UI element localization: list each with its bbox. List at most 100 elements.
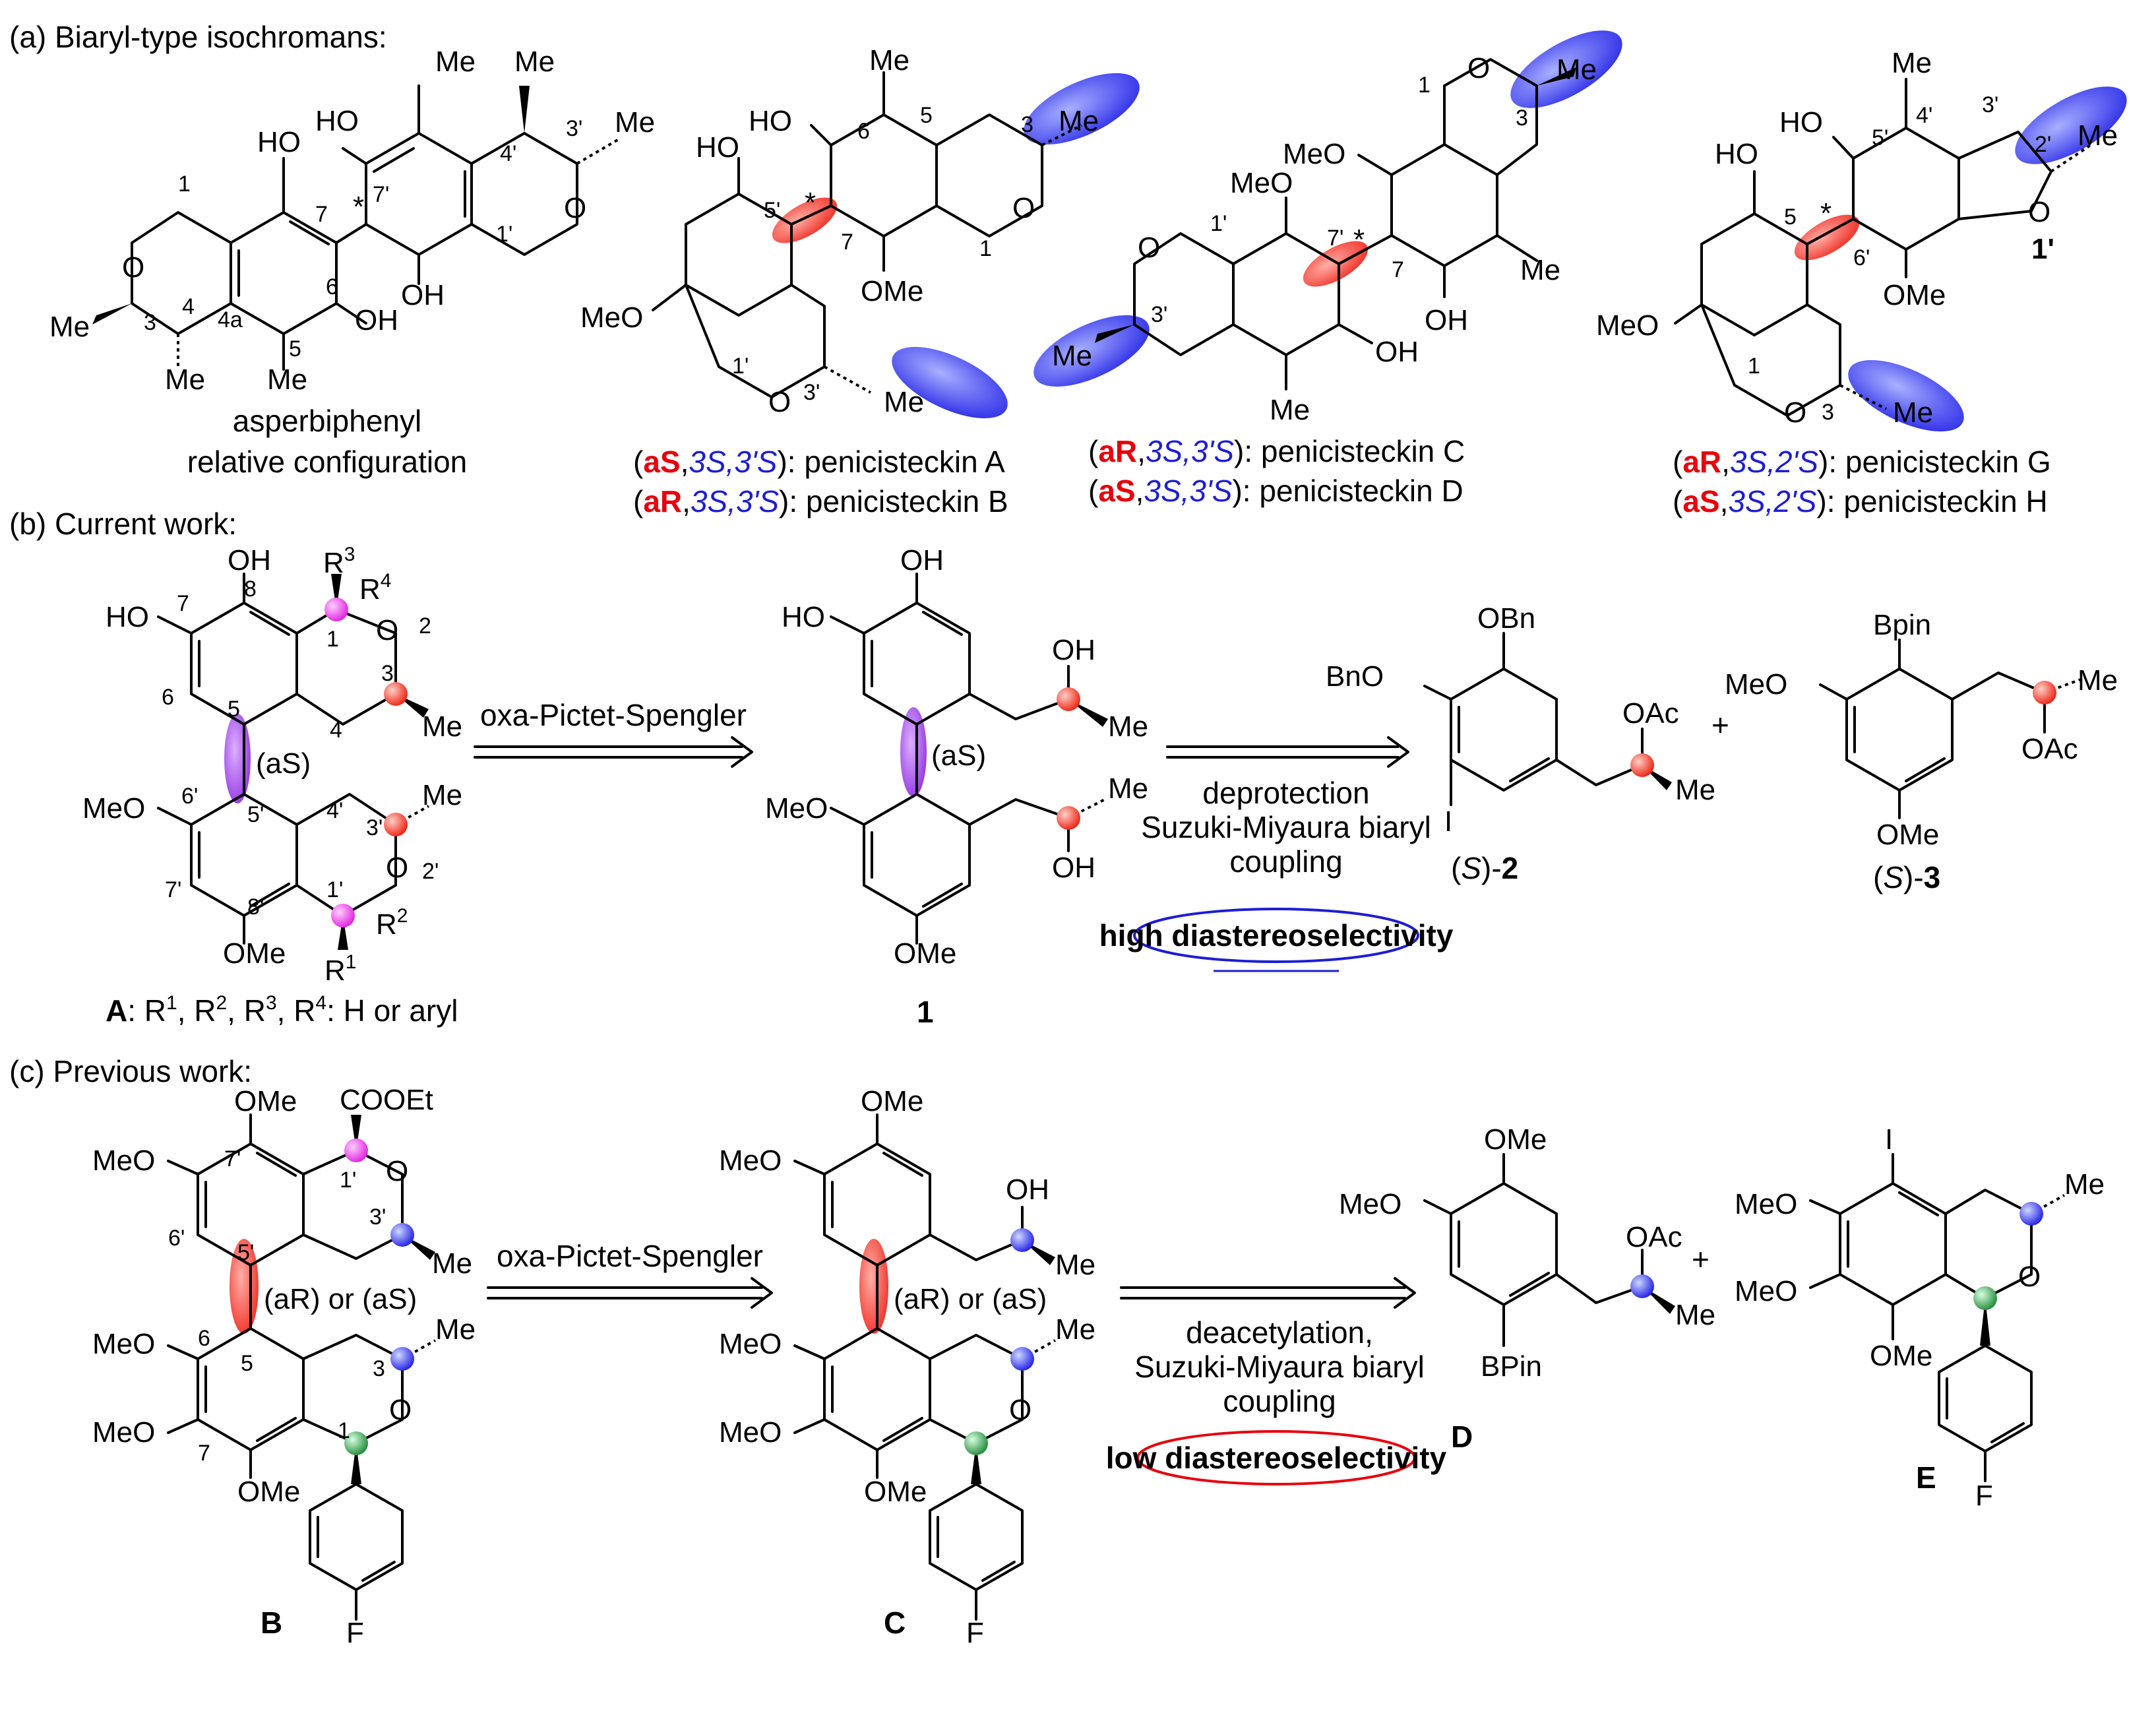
svg-text:HO: HO bbox=[782, 601, 825, 633]
svg-text:BPin: BPin bbox=[1481, 1350, 1542, 1383]
svg-text:3': 3' bbox=[1151, 302, 1167, 327]
svg-text:BnO: BnO bbox=[1326, 660, 1384, 693]
svg-text:OMe: OMe bbox=[1876, 819, 1939, 851]
svg-text:O: O bbox=[122, 251, 144, 284]
svg-text:HO: HO bbox=[696, 131, 739, 164]
svg-text:2': 2' bbox=[2035, 132, 2051, 157]
svg-text:7: 7 bbox=[841, 230, 853, 255]
svg-text:3': 3' bbox=[369, 1204, 386, 1230]
svg-text:OMe: OMe bbox=[894, 937, 956, 970]
svg-text:OMe: OMe bbox=[234, 1085, 297, 1117]
compound-e-structure bbox=[1809, 1153, 2065, 1482]
svg-text:4: 4 bbox=[330, 718, 342, 743]
svg-text:Me: Me bbox=[1108, 772, 1148, 805]
svg-text:OH: OH bbox=[401, 279, 445, 311]
svg-text:MeO: MeO bbox=[719, 1328, 782, 1360]
svg-text:MeO: MeO bbox=[580, 301, 643, 334]
svg-text:OH: OH bbox=[1375, 336, 1419, 368]
retro-arrow-1 bbox=[474, 736, 753, 768]
svg-text:2': 2' bbox=[422, 859, 439, 884]
svg-text:7: 7 bbox=[1392, 257, 1404, 282]
svg-text:3': 3' bbox=[803, 380, 820, 405]
svg-text:Suzuki-Miyaura biaryl: Suzuki-Miyaura biaryl bbox=[1141, 810, 1431, 844]
svg-text:3: 3 bbox=[381, 661, 394, 686]
svg-text:Me: Me bbox=[884, 386, 924, 418]
svg-text:7': 7' bbox=[224, 1146, 241, 1172]
low-diastereoselectivity-badge: low diastereoselectivity bbox=[1106, 1430, 1447, 1485]
compound-3-labels: Bpin MeO Me OAc OMe bbox=[1725, 609, 2118, 851]
svg-text:MeO: MeO bbox=[92, 1144, 155, 1177]
compound-d-labels: OMe MeO OAc Me BPin bbox=[1339, 1123, 1715, 1383]
svg-text:OMe: OMe bbox=[861, 275, 923, 307]
svg-text:MeO: MeO bbox=[1735, 1275, 1797, 1307]
svg-text:O: O bbox=[376, 614, 398, 646]
section-b-heading: (b) Current work: bbox=[9, 507, 237, 541]
svg-text:1': 1' bbox=[732, 354, 749, 379]
compound-a-structure bbox=[157, 573, 429, 950]
svg-text:*: * bbox=[805, 187, 816, 219]
compound-e-labels: I MeO Me O MeO OMe F bbox=[1735, 1123, 2105, 1512]
svg-text:O: O bbox=[564, 192, 586, 224]
svg-text:5': 5' bbox=[764, 198, 780, 223]
svg-text:7': 7' bbox=[165, 877, 181, 902]
section-a-heading: (a) Biaryl-type isochromans: bbox=[9, 20, 387, 54]
svg-text:coupling: coupling bbox=[1229, 844, 1342, 879]
compound-2-structure bbox=[1423, 632, 1672, 806]
svg-text:MeO: MeO bbox=[1735, 1188, 1797, 1220]
svg-text:6: 6 bbox=[162, 685, 174, 710]
svg-text:5: 5 bbox=[920, 103, 933, 128]
svg-text:1': 1' bbox=[2031, 233, 2054, 265]
svg-text:Me: Me bbox=[422, 779, 462, 811]
svg-text:4': 4' bbox=[1916, 103, 1932, 128]
svg-text:1: 1 bbox=[338, 1418, 350, 1443]
svg-text:MeO: MeO bbox=[92, 1416, 155, 1449]
svg-text:OAc: OAc bbox=[2021, 733, 2078, 765]
penicisteckin-a-caption: (aS,3S,3'S): penicisteckin A bbox=[633, 445, 1005, 479]
svg-text:4a: 4a bbox=[218, 307, 243, 332]
svg-text:MeO: MeO bbox=[719, 1416, 782, 1449]
retro-arrow-4 bbox=[1120, 1277, 1416, 1309]
compound-d-structure bbox=[1423, 1153, 1675, 1347]
svg-text:OMe: OMe bbox=[1870, 1340, 1932, 1372]
svg-text:MeO: MeO bbox=[1596, 309, 1659, 342]
svg-text:5': 5' bbox=[247, 802, 264, 827]
asperbiphenyl-structure bbox=[92, 84, 621, 371]
svg-text:1': 1' bbox=[340, 1168, 356, 1193]
asperbiphenyl-caption: relative configuration bbox=[187, 445, 467, 479]
svg-text:3: 3 bbox=[144, 310, 156, 335]
svg-text:3': 3' bbox=[566, 116, 582, 141]
svg-text:8: 8 bbox=[244, 577, 257, 602]
svg-text:Me: Me bbox=[1892, 47, 1932, 79]
arrow4-label: deacetylation, Suzuki-Miyaura biaryl cou… bbox=[1134, 1315, 1425, 1418]
svg-text:O: O bbox=[1012, 192, 1035, 224]
arrow3-label: oxa-Pictet-Spengler bbox=[497, 1239, 763, 1273]
penicisteckin-gh-labels: Me 4' 3' HO 5' 2' Me HO 5 * 6' O 1' OMe … bbox=[1596, 47, 2118, 429]
svg-text:Me: Me bbox=[1675, 774, 1715, 806]
svg-text:F: F bbox=[966, 1617, 984, 1649]
svg-text:MeO: MeO bbox=[1283, 138, 1345, 170]
svg-text:(aS): (aS) bbox=[931, 739, 986, 772]
svg-text:I: I bbox=[1444, 805, 1452, 838]
svg-text:6: 6 bbox=[198, 1326, 210, 1351]
svg-text:OH: OH bbox=[228, 544, 271, 577]
svg-text:1: 1 bbox=[326, 627, 339, 652]
svg-text:(aS): (aS) bbox=[256, 747, 311, 780]
svg-text:R3: R3 bbox=[323, 544, 355, 579]
svg-text:OAc: OAc bbox=[1622, 697, 1679, 730]
compound-b-label: B bbox=[261, 1606, 282, 1640]
penicisteckin-g-caption: (aR,3S,2'S): penicisteckin G bbox=[1673, 445, 2051, 479]
compound-3-structure bbox=[1819, 639, 2081, 819]
svg-text:5': 5' bbox=[237, 1240, 254, 1265]
svg-text:O: O bbox=[2028, 196, 2050, 228]
svg-text:4': 4' bbox=[326, 798, 343, 823]
svg-text:low diastereoselectivity: low diastereoselectivity bbox=[1106, 1441, 1447, 1475]
svg-text:2: 2 bbox=[419, 613, 431, 639]
svg-text:O: O bbox=[768, 386, 791, 418]
svg-text:(aS,3S,3'S): penicisteckin A: (aS,3S,3'S): penicisteckin A bbox=[633, 445, 1005, 479]
svg-text:6: 6 bbox=[857, 119, 870, 144]
high-diastereoselectivity-badge: high diastereoselectivity bbox=[1099, 908, 1454, 972]
svg-text:Me: Me bbox=[432, 1247, 472, 1280]
svg-text:Me: Me bbox=[165, 363, 205, 396]
svg-text:OMe: OMe bbox=[864, 1476, 927, 1508]
svg-text:O: O bbox=[1009, 1394, 1032, 1426]
